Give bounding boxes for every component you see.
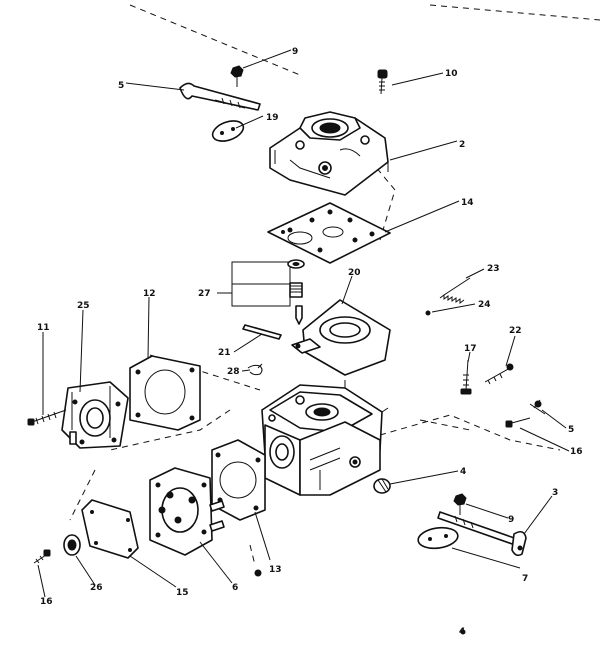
part-21-pin <box>242 324 282 340</box>
part-6-pump-body <box>149 467 225 556</box>
callout-27: 27 <box>198 289 211 299</box>
callout-11: 11 <box>37 323 50 333</box>
part-23-spring <box>439 277 471 304</box>
part-28-clip <box>247 363 263 376</box>
callout-16-bottom: 16 <box>40 597 53 607</box>
part-26-screen <box>63 534 81 556</box>
callout-16-right: 16 <box>570 447 583 457</box>
part-9-screw-top <box>230 65 244 87</box>
part-4-plug <box>373 478 391 494</box>
leader-lines <box>37 49 570 598</box>
part-3-choke-shaft <box>437 511 527 557</box>
callout-26: 26 <box>90 583 103 593</box>
part-22-screw <box>484 363 514 385</box>
callout-20: 20 <box>348 268 361 278</box>
callout-2: 2 <box>459 140 465 150</box>
part-15-diaphragm <box>81 499 139 559</box>
part-16-screw-bottom <box>33 549 51 564</box>
callout-4: 4 <box>460 467 466 477</box>
callout-5: 5 <box>118 81 124 91</box>
part-9-screw-bottom <box>453 493 467 515</box>
part-12-gasket <box>129 355 201 431</box>
part-5-screw-right <box>529 399 546 415</box>
callout-25: 25 <box>77 301 90 311</box>
part-16-screw-right <box>505 417 531 428</box>
part-10-screw <box>377 69 388 95</box>
part-25-pump-cover <box>61 381 129 449</box>
part-17-screw <box>460 359 472 395</box>
callout-14: 14 <box>461 198 474 208</box>
part-19-plate <box>211 120 245 142</box>
callout-23: 23 <box>487 264 500 274</box>
callout-9: 9 <box>292 47 298 57</box>
callout-17: 17 <box>464 344 477 354</box>
page-marker: 4 <box>459 627 465 637</box>
part-14-gasket <box>267 202 391 264</box>
callout-22: 22 <box>509 326 522 336</box>
callout-5-right: 5 <box>568 425 574 435</box>
callout-10: 10 <box>445 69 458 79</box>
callout-28: 28 <box>227 367 240 377</box>
callout-13: 13 <box>269 565 282 575</box>
callout-7: 7 <box>522 574 528 584</box>
part-27-needle-group <box>231 259 305 325</box>
carburetor-body <box>261 380 389 496</box>
callout-19: 19 <box>266 113 279 123</box>
part-2-cover <box>269 111 389 196</box>
callout-3: 3 <box>552 488 558 498</box>
callout-24: 24 <box>478 300 491 310</box>
small-marks <box>254 569 466 635</box>
callout-15: 15 <box>176 588 189 598</box>
part-11-screw <box>27 409 67 426</box>
callout-labels: 9 10 5 19 2 14 20 23 27 24 25 12 11 21 2… <box>37 47 583 637</box>
part-7-plate <box>417 526 459 550</box>
callout-21: 21 <box>218 348 231 358</box>
part-5-shaft-top <box>179 82 261 111</box>
part-24-pin <box>425 310 431 316</box>
callout-12: 12 <box>143 289 156 299</box>
part-20-housing <box>291 299 391 376</box>
callout-6: 6 <box>232 583 238 593</box>
callout-9-bottom: 9 <box>508 515 514 525</box>
